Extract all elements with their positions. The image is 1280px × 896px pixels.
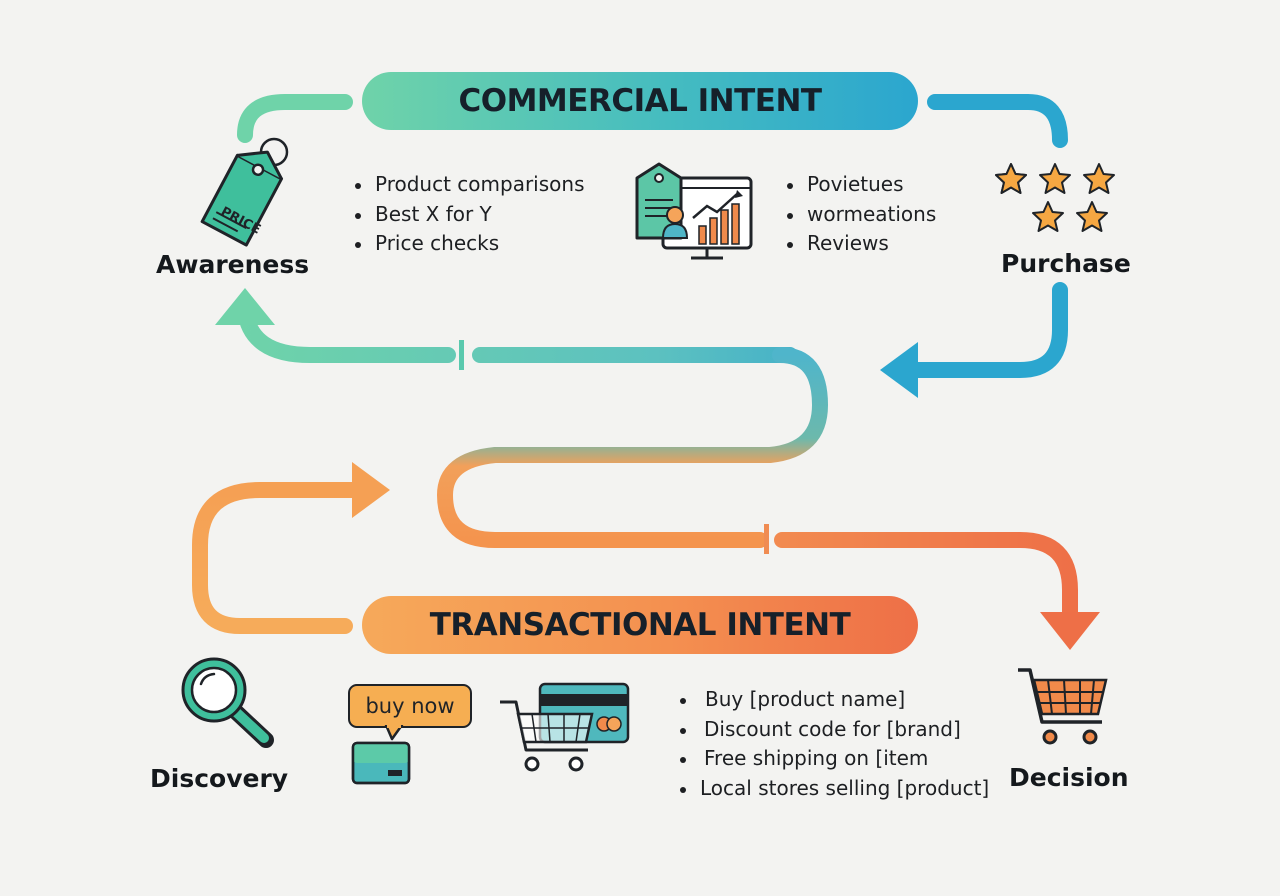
speech-bubble-tail (384, 725, 404, 741)
arrow-to-awareness (237, 302, 798, 363)
list-item: Discount code for [brand] (680, 715, 989, 745)
stage-label-decision: Decision (1009, 763, 1129, 792)
list-item: Local stores selling [product] (680, 774, 989, 804)
list-item: Price checks (355, 229, 585, 259)
transactional-intent-banner: TRANSACTIONAL INTENT (362, 596, 918, 654)
connector-top-right (927, 94, 1068, 148)
arrow-to-decision (774, 532, 1078, 620)
price-tag-icon: PRICE (200, 137, 289, 247)
list-item: Reviews (787, 229, 936, 259)
transactional-query-list: Buy [product name] Discount code for [br… (680, 685, 989, 803)
list-item: Buy [product name] (680, 685, 989, 715)
list-item: Best X for Y (355, 200, 585, 230)
stage-label-awareness: Awareness (156, 250, 310, 279)
commercial-intent-banner: COMMERCIAL INTENT (362, 72, 918, 130)
shopping-cart-card-icon (500, 682, 630, 772)
arrowhead-right-orange (352, 462, 390, 518)
stage-label-purchase: Purchase (1001, 249, 1131, 278)
segment-tick-bottom (764, 524, 769, 554)
arrow-discovery-loop (192, 482, 360, 634)
analytics-monitor-icon (635, 162, 753, 260)
commercial-query-list: Product comparisons Best X for Y Price c… (355, 170, 585, 259)
list-item: Product comparisons (355, 170, 585, 200)
list-item: wormeations (787, 200, 936, 230)
arrowhead-up-teal (215, 288, 275, 325)
list-item: Povietues (787, 170, 936, 200)
credit-card-icon (351, 741, 411, 785)
transactional-intent-title: TRANSACTIONAL INTENT (429, 607, 851, 643)
segment-tick-top (459, 340, 464, 370)
buy-now-label: buy now (365, 694, 455, 718)
s-curve (436, 347, 829, 548)
arrow-purchase-return (907, 282, 1068, 378)
arrowhead-down-orange (1040, 612, 1100, 650)
commercial-review-list: Povietues wormeations Reviews (787, 170, 936, 259)
stage-label-discovery: Discovery (150, 764, 289, 793)
commercial-intent-title: COMMERCIAL INTENT (458, 83, 822, 119)
magnifier-icon (181, 657, 274, 748)
shopping-cart-icon (1018, 668, 1108, 745)
connector-top-left (237, 94, 353, 143)
list-item: Free shipping on [item (680, 744, 989, 774)
stars-rating-icon (995, 163, 1115, 232)
buy-now-speech-bubble: buy now (348, 684, 472, 728)
arrowhead-left-blue (880, 342, 918, 398)
